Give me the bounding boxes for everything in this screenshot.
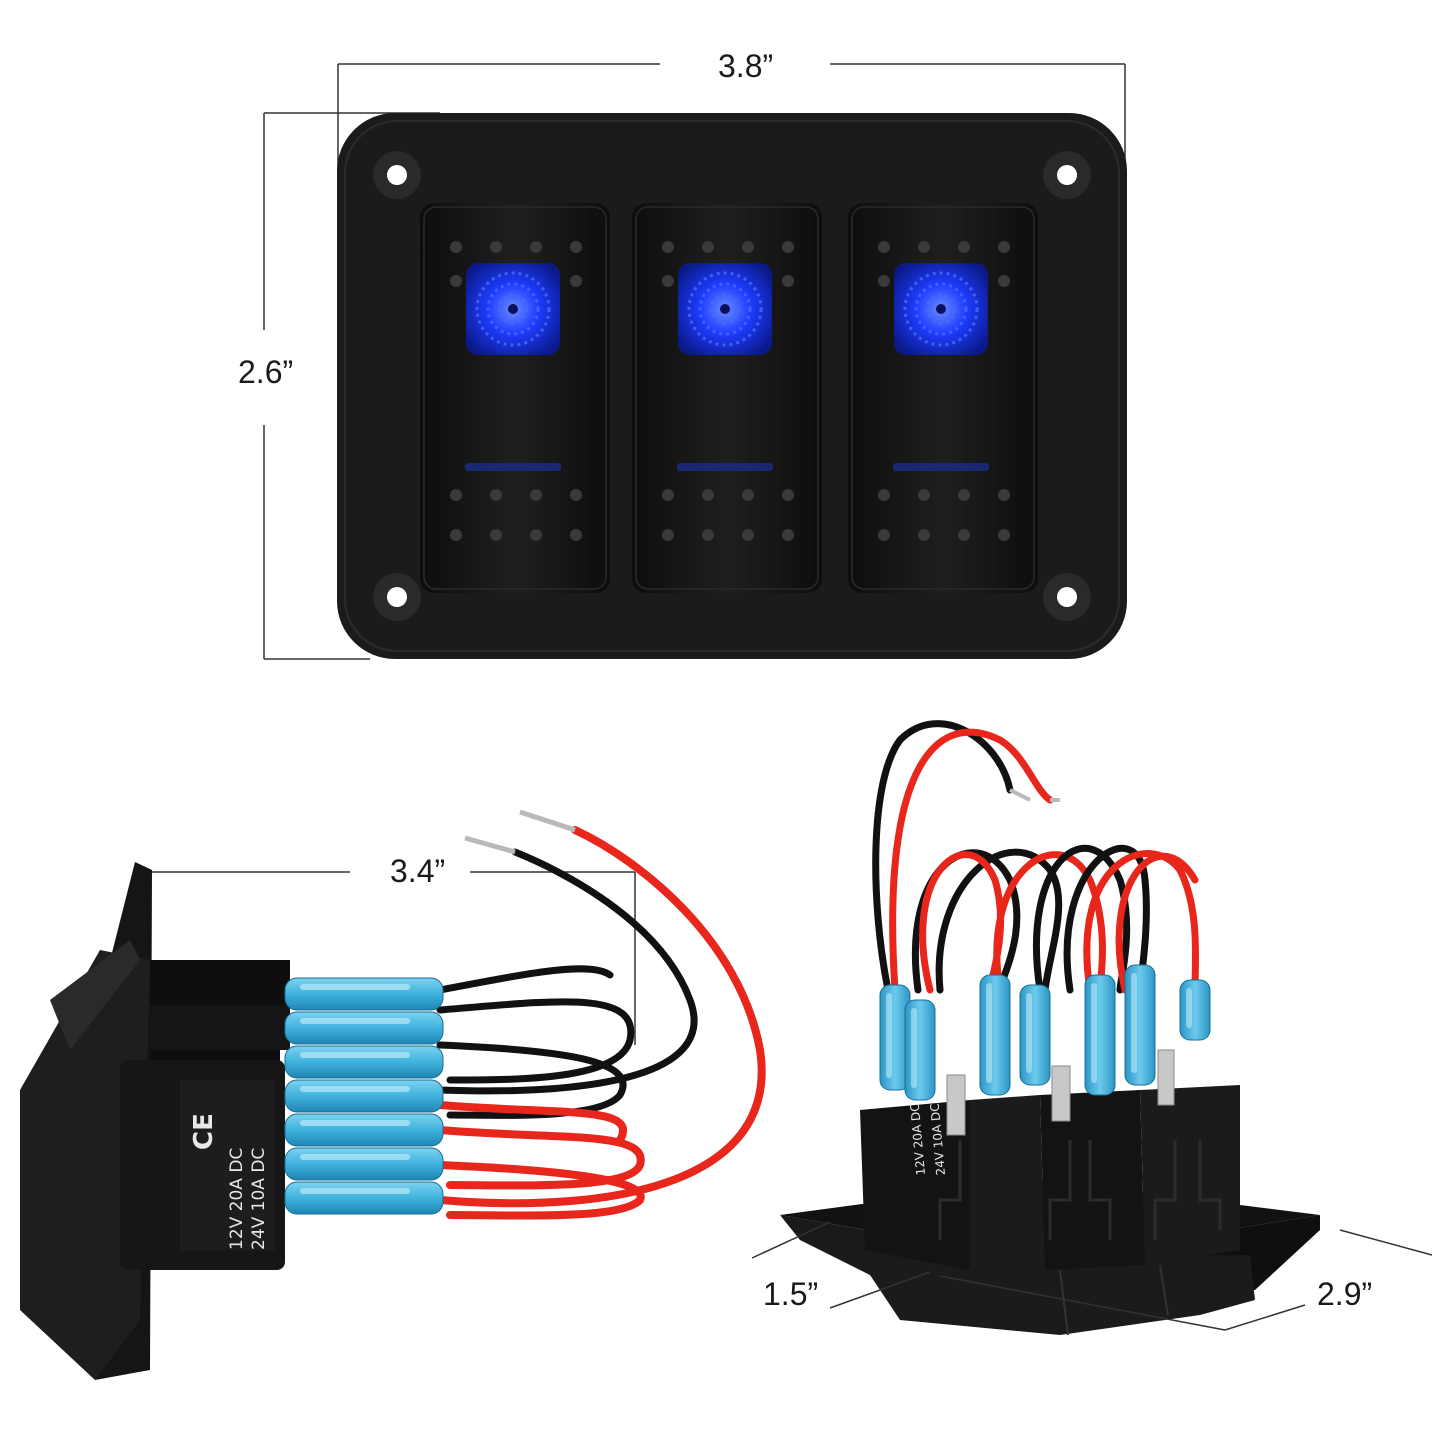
indicator-led-icon [466,263,560,355]
rating-line-2: 24V 10A DC [249,1148,269,1250]
svg-text:12V 20A DC: 12V 20A DC [908,1103,928,1176]
terminal-sleeve-icon [284,1079,444,1113]
rocker-switch[interactable] [420,203,610,593]
mounting-hole-icon [1043,151,1091,199]
terminal-sleeve-icon [284,1181,444,1215]
switch-rating-label: CE 12V 20A DC 24V 10A DC [189,1113,269,1250]
terminal-sleeve-icon [1179,979,1211,1041]
terminal-sleeve-icon [1124,964,1156,1086]
terminal-sleeve-icon [284,1147,444,1181]
indicator-bar-icon [465,463,561,471]
terminal-sleeves-rear [879,964,1211,1101]
dimension-label-panel-height: 2.6” [238,354,294,390]
svg-text:24V 10A DC: 24V 10A DC [928,1103,948,1176]
dimension-label-bottom-width: 2.9” [1317,1276,1373,1312]
rocker-switches [420,203,1038,593]
terminal-sleeve-icon [284,977,444,1011]
rear-view: 12V 20A DC 24V 10A DC [751,720,1433,1336]
mounting-hole-icon [373,151,421,199]
terminal-sleeve-icon [284,1045,444,1079]
terminal-sleeve-icon [284,1011,444,1045]
indicator-bar-icon [677,463,773,471]
terminal-sleeve-icon [1019,984,1051,1086]
dimension-label-panel-width: 3.8” [718,48,774,84]
indicator-led-icon [678,263,772,355]
indicator-bar-icon [893,463,989,471]
terminal-sleeve-icon [979,974,1011,1096]
dimension-lines-top [263,63,1126,660]
side-view: CE 12V 20A DC 24V 10A DC [20,809,766,1380]
rocker-switch[interactable] [632,203,822,593]
terminal-sleeve-icon [904,999,936,1101]
terminal-sleeves-side [284,977,444,1215]
terminal-sleeve-icon [1084,974,1116,1096]
terminal-sleeve-icon [284,1113,444,1147]
dimension-label-bottom-depth: 1.5” [763,1276,819,1312]
mounting-hole-icon [373,573,421,621]
indicator-led-icon [894,263,988,355]
wire-end-icon [1009,788,1060,802]
ce-mark: CE [189,1113,219,1150]
rating-line-1: 12V 20A DC [227,1148,247,1250]
wire-end-icon [464,809,576,855]
mounting-hole-icon [1043,573,1091,621]
dimension-label-side-depth: 3.4” [390,853,446,889]
rocker-switch[interactable] [848,203,1038,593]
